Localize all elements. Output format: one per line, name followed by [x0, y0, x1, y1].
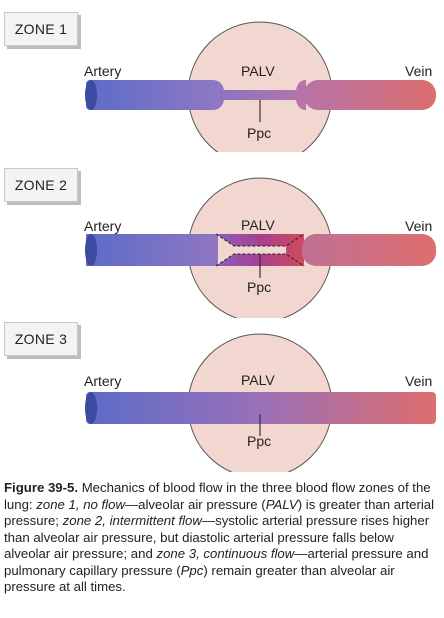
vein-vessel: [304, 80, 436, 110]
zone-3-diagram: [85, 333, 436, 472]
vein-label: Vein: [405, 373, 433, 389]
collapsed-capillary: [220, 90, 302, 100]
caption-text: —alveolar air pressure (: [124, 496, 266, 512]
caption-text: Mechanics of blood flow in the three blo…: [4, 480, 431, 512]
capillary-wall-top: [215, 233, 305, 247]
caption-palv: PALV: [265, 496, 298, 512]
artery-vessel: [86, 80, 216, 110]
artery-label: Artery: [84, 373, 122, 389]
artery-opening: [85, 392, 97, 424]
ppc-label: Ppc: [247, 125, 272, 141]
caption-zone-3: zone 3, continuous flow: [156, 546, 295, 561]
zone-label: ZONE 2: [4, 168, 78, 202]
caption-text: —systolic arterial pressure rises higher…: [4, 513, 430, 561]
artery-opening: [85, 80, 97, 110]
caption-text: ) is greater than arterial pressure;: [4, 496, 435, 529]
zone-1-diagram: [85, 21, 436, 152]
zone-2-diagram: [85, 177, 436, 318]
palv-label: PALV: [241, 372, 275, 388]
artery-opening: [85, 234, 97, 266]
ppc-label: Ppc: [247, 279, 272, 295]
vein-vessel: [302, 234, 436, 266]
caption-zone-2: zone 2, intermittent flow: [62, 513, 202, 528]
narrowed-capillary: [216, 234, 304, 266]
vein-label: Vein: [405, 218, 433, 234]
caption-zone-1: zone 1, no flow: [36, 496, 125, 512]
palv-label: PALV: [241, 63, 275, 79]
zone-2-panel: ZONE 2 Artery PALV Vein Ppc: [0, 168, 444, 318]
figure-caption: Figure 39-5. Mechanics of blood flow in …: [4, 480, 436, 596]
artery-label: Artery: [84, 218, 122, 234]
zone-3-panel: ZONE 3 Artery PALV Vein Ppc: [0, 322, 444, 472]
caption-ppc: Ppc: [180, 562, 204, 578]
ppc-label: Ppc: [247, 433, 272, 449]
artery-vessel: [86, 234, 218, 266]
continuous-vessel: [86, 392, 436, 424]
zone-label: ZONE 1: [4, 12, 78, 46]
zone-1-panel: ZONE 1 Artery PALV Vein Ppc: [0, 12, 444, 152]
caption-text: —arterial pressure and pulmonary capilla…: [4, 546, 429, 578]
vein-label: Vein: [405, 63, 433, 79]
caption-text: ) remain greater than alveolar air press…: [4, 562, 395, 595]
palv-label: PALV: [241, 217, 275, 233]
zone-label: ZONE 3: [4, 322, 78, 356]
artery-label: Artery: [84, 63, 122, 79]
figure-number: Figure 39-5.: [4, 480, 79, 495]
